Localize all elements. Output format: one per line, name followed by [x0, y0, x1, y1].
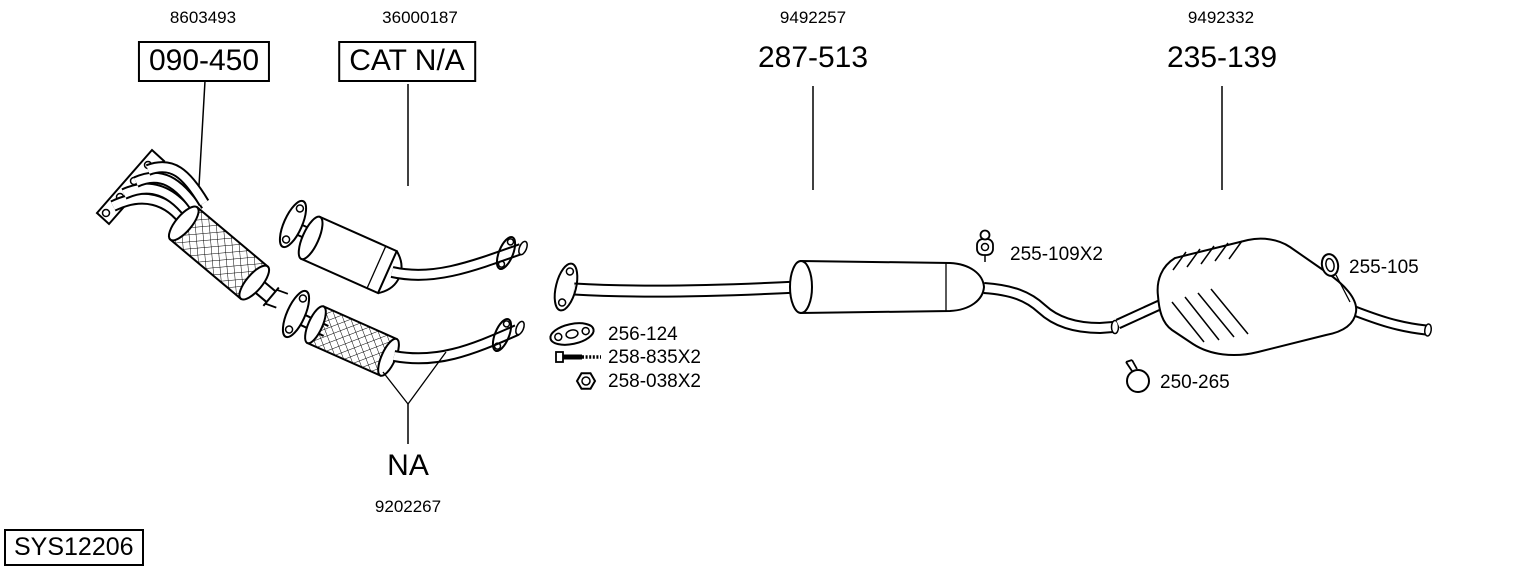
ref-number-rear: 9492332 — [1187, 8, 1255, 27]
front-pipe-with-catalyst — [278, 199, 528, 295]
callout-leader-lines — [198, 80, 1223, 444]
fitting-label-clamp: 250-265 — [1160, 372, 1230, 393]
hanger-icon — [976, 229, 994, 262]
fitting-label-nut: 258-038X2 — [608, 371, 701, 392]
part-code-na: NA — [387, 449, 429, 482]
flange-gasket-icon — [549, 322, 595, 346]
part-code-center: 287-513 — [757, 41, 869, 74]
ring-gasket-icon — [1320, 253, 1340, 277]
fitting-label-bolt: 258-835X2 — [608, 347, 701, 368]
ref-number-manifold: 8603493 — [169, 8, 237, 27]
ref-number-na: 9202267 — [374, 497, 442, 516]
ref-number-cat: 36000187 — [382, 8, 458, 27]
clamp-icon — [1125, 359, 1150, 393]
part-code-cat: CAT N/A — [338, 41, 476, 82]
fitting-label-gasket: 256-124 — [608, 324, 678, 345]
part-code-rear: 235-139 — [1166, 41, 1278, 74]
rear-muffler-assembly — [1115, 237, 1433, 357]
fitting-label-tail-ring: 255-105 — [1349, 257, 1419, 278]
bolt-icon — [555, 351, 601, 363]
nut-icon — [575, 372, 597, 390]
front-flex-pipe — [281, 289, 525, 405]
ref-number-center: 9492257 — [779, 8, 847, 27]
fitting-label-hanger: 255-109X2 — [1010, 244, 1103, 265]
part-code-manifold: 090-450 — [137, 41, 271, 82]
manifold-with-catalyst — [95, 148, 289, 309]
center-muffler-assembly — [553, 259, 1120, 335]
system-code-box: SYS12206 — [4, 529, 144, 566]
